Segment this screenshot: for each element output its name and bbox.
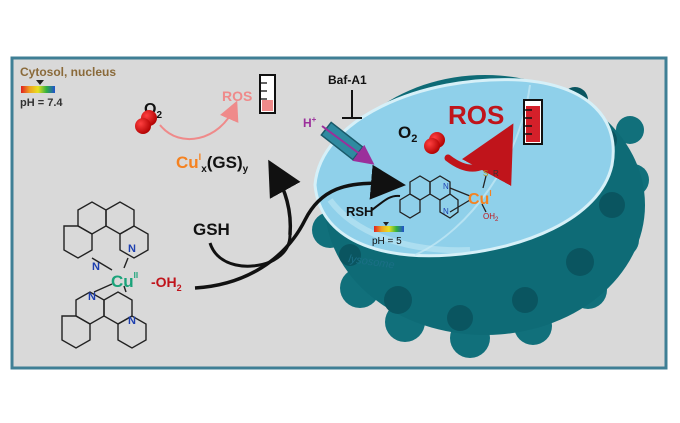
cu-phen-complex-structure <box>61 201 149 349</box>
lysosome-ros-generation: O2 ROS <box>398 99 543 186</box>
proton-pump: H+ <box>303 115 375 165</box>
ph-scale-bar <box>21 86 55 93</box>
lyso-o2-label: O2 <box>398 123 417 145</box>
cyto-ros-gauge-icon <box>259 74 276 114</box>
cytosol-legend: Cytosol, nucleus pH = 7.4 <box>20 65 116 109</box>
n-label-3: N <box>88 291 96 303</box>
lyso-ph-scale-bar <box>374 226 404 232</box>
baf-a1-label: Baf-A1 <box>328 73 367 87</box>
cyto-ros-arrow <box>159 100 239 141</box>
cyto-ros-label: ROS <box>222 88 252 104</box>
oh2-ligand-label: -OH2 <box>151 274 182 293</box>
gsh-curve <box>208 234 292 268</box>
uptake-arrow <box>194 164 406 290</box>
cytosol-ph-label: pH = 7.4 <box>20 97 63 109</box>
rsh-label: RSH <box>346 204 373 219</box>
lyso-n-label-2: N <box>443 207 449 216</box>
lyso-s-label: S <box>483 169 488 178</box>
proton-label: H+ <box>303 115 317 130</box>
lyso-oh2-label: OH2 <box>483 212 499 223</box>
ph-indicator-icon <box>36 80 44 85</box>
gsh-label: GSH <box>193 220 230 239</box>
cytosol-ros-generation: O2 ROS <box>135 74 276 141</box>
cu-ii-label: CuII <box>111 271 138 291</box>
lyso-ph-label: pH = 5 <box>372 236 402 247</box>
cu-gs-complex-label: CuIx(GS)y <box>176 152 249 175</box>
n-label-2: N <box>92 261 100 273</box>
lyso-ros-gauge-icon <box>523 99 543 145</box>
lysosome-spots <box>339 87 625 331</box>
lyso-cu-label: CuI <box>468 189 492 208</box>
reduction-arrow <box>268 159 301 236</box>
lyso-r-label: R <box>493 169 499 178</box>
baf-a1-inhibitor: Baf-A1 <box>328 73 367 119</box>
lyso-ros-arrow <box>444 123 514 186</box>
n-label-1: N <box>128 243 136 255</box>
lysosome-ph-legend: pH = 5 <box>372 222 404 247</box>
compartment-label: Cytosol, nucleus <box>20 65 116 79</box>
lyso-ph-indicator-icon <box>383 222 389 226</box>
lyso-ros-label: ROS <box>448 100 504 130</box>
lysosome-cu-complex <box>399 175 487 219</box>
n-label-4: N <box>128 315 136 327</box>
lyso-n-label-1: N <box>443 182 449 191</box>
